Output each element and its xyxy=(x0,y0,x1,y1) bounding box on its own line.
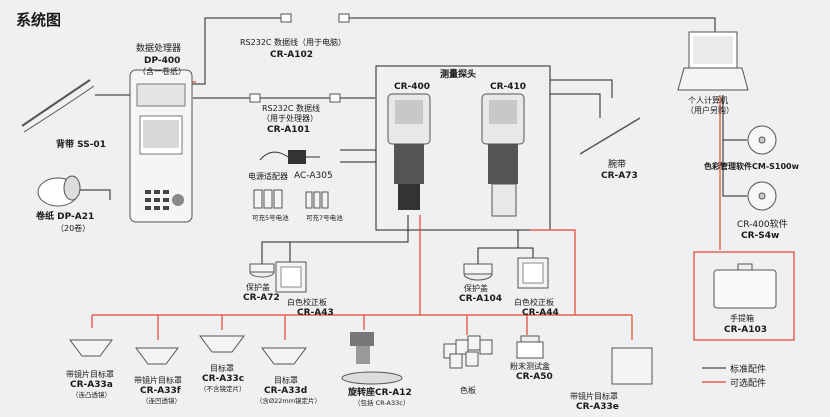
adapter-model: AC-A305 xyxy=(294,171,333,181)
paper-note: （20卷） xyxy=(56,224,91,233)
mask-f-model: CR-A33f xyxy=(140,386,181,396)
cap-cr410-model: CR-A104 xyxy=(459,294,503,304)
mask-d-illustration xyxy=(261,347,307,365)
probe-model-cr410: CR-410 xyxy=(490,82,527,92)
mask-e-name: 带镜片目标罩 xyxy=(570,392,618,401)
paper-roll-illustration xyxy=(37,175,81,207)
mask-f-note: （连凹透镜） xyxy=(142,397,181,405)
dp400-note: （含一卷纸） xyxy=(138,67,186,76)
rs232-cable-pc xyxy=(280,13,350,23)
plate-cr400-name: 白色校正板 xyxy=(287,298,327,307)
cd-cm-illustration xyxy=(747,125,777,155)
cap-cr400-model: CR-A72 xyxy=(243,293,280,303)
wrist-strap-name: 腕带 xyxy=(608,160,627,170)
case-illustration xyxy=(713,263,777,309)
plate-cr410-model: CR-A44 xyxy=(522,308,559,318)
dp400-model: DP-400 xyxy=(144,56,181,66)
diagram-title: 系统图 xyxy=(16,11,62,29)
rs232-proc-note: （用于处理器） xyxy=(262,114,318,123)
mask-c-note: （不含镜定片） xyxy=(200,385,246,393)
pc-illustration xyxy=(677,31,749,91)
wrist-strap-model: CR-A73 xyxy=(601,171,638,181)
legend-optional-label: 可选配件 xyxy=(730,379,767,389)
cap-cr400-name: 保护盖 xyxy=(246,283,270,292)
cap-cr400-illustration xyxy=(249,263,275,278)
mask-e-illustration xyxy=(611,347,653,385)
rs232-proc-model: CR-A101 xyxy=(267,125,311,135)
rs232-pc-model: CR-A102 xyxy=(270,50,314,60)
strap-illustration xyxy=(21,79,95,133)
probe-model-cr400: CR-400 xyxy=(394,82,431,92)
cap-cr410-illustration xyxy=(463,263,493,281)
color-plate-illustration xyxy=(443,335,493,369)
legend-standard-label: 标准配件 xyxy=(730,365,767,375)
mask-a-model: CR-A33a xyxy=(70,380,113,390)
plate-cr410-name: 白色校正板 xyxy=(514,298,554,307)
software-cm-name: 色彩管理软件CM-S100w xyxy=(704,162,800,171)
legend xyxy=(702,367,726,383)
mask-a-note: （连凸透镜） xyxy=(72,391,111,399)
mask-d-note: （含Ø22mm镜定片） xyxy=(256,397,322,405)
mask-a-illustration xyxy=(69,339,113,357)
strap-ss01-name: 背带 SS-01 xyxy=(56,140,106,150)
mask-d-model: CR-A33d xyxy=(264,386,308,396)
powder-name: 粉末测试盒 xyxy=(510,362,550,371)
probe-title: 测量探头 xyxy=(440,70,477,80)
batteries-illustration xyxy=(253,189,329,209)
pc-name: 个人计算机 xyxy=(688,96,728,105)
battery7-name: 可充7号电池 xyxy=(306,214,343,222)
wrist-strap-illustration xyxy=(579,117,641,155)
rs232-proc-name: RS232C 数据线 xyxy=(262,104,321,113)
dp400-illustration xyxy=(129,69,193,223)
turntable-note: （包括 CR-A33c） xyxy=(354,399,410,407)
mask-e-model: CR-A33e xyxy=(576,402,619,412)
plate-cr400-model: CR-A43 xyxy=(297,308,334,318)
mask-f-illustration xyxy=(135,347,179,365)
color-plate-name: 色板 xyxy=(460,386,476,395)
mask-c-illustration xyxy=(199,335,245,353)
case-model: CR-A103 xyxy=(724,325,768,335)
powder-case-illustration xyxy=(516,335,544,359)
mask-c-model: CR-A33c xyxy=(202,374,245,384)
standard-wires xyxy=(70,17,747,264)
powder-model: CR-A50 xyxy=(516,372,553,382)
probe-cr410-illustration xyxy=(481,93,525,217)
turntable-name: 旋转座CR-A12 xyxy=(348,388,412,398)
pc-note: （用户另购） xyxy=(686,106,734,115)
rs232-pc-name: RS232C 数据线（用于电脑） xyxy=(240,38,347,47)
cap-cr410-name: 保护盖 xyxy=(464,284,488,293)
mask-f-name: 带镜片目标罩 xyxy=(134,376,182,385)
adapter-illustration xyxy=(259,150,320,164)
mask-d-name: 目标罩 xyxy=(274,376,298,385)
plate-cr410-illustration xyxy=(517,257,549,289)
cd-cr-illustration xyxy=(747,181,777,211)
probe-cr400-illustration xyxy=(387,93,431,210)
mask-a-name: 带镜片目标罩 xyxy=(66,370,114,379)
adapter-name: 电源适配器 xyxy=(248,172,288,181)
mask-c-name: 目标罩 xyxy=(210,364,234,373)
software-cr-name: CR-400软件 xyxy=(737,220,788,230)
dp400-name: 数据处理器 xyxy=(136,44,182,54)
plate-cr400-illustration xyxy=(275,261,307,293)
paper-name: 卷纸 DP-A21 xyxy=(36,212,95,222)
case-name: 手提箱 xyxy=(730,314,754,323)
software-cr-model: CR-S4w xyxy=(741,231,780,241)
turntable-illustration xyxy=(341,332,403,385)
optional-wires xyxy=(91,81,795,341)
rs232-cable-proc xyxy=(249,93,341,103)
battery5-name: 可充5号电池 xyxy=(252,214,289,222)
